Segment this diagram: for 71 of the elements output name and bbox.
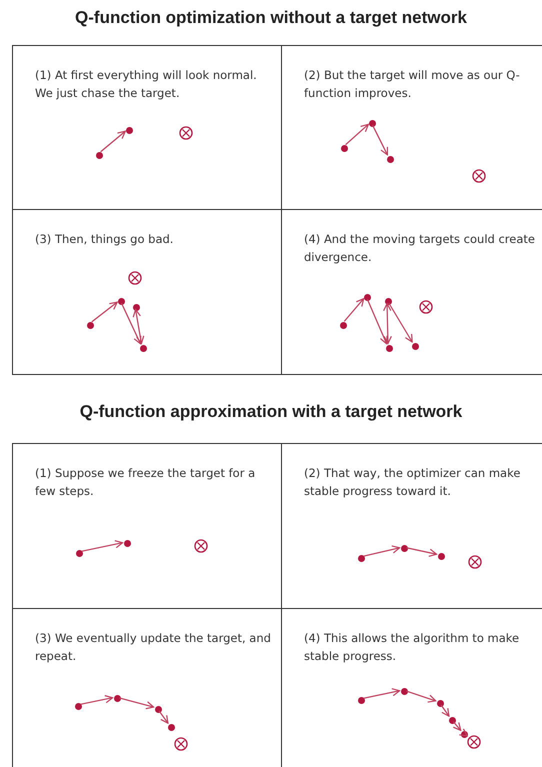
caption-text: (1) At first everything will look normal. We just chase the target. — [35, 67, 258, 102]
caption-text: (1) Suppose we freeze the target for a few steps. — [35, 465, 256, 500]
panel — [281, 209, 542, 375]
panel — [12, 443, 282, 610]
point-dot — [74, 702, 82, 710]
panel — [12, 45, 282, 211]
target-icon — [468, 554, 482, 568]
target-icon — [467, 734, 481, 748]
caption-text: (2) But the target will move as our Q-function improves. — [304, 67, 521, 102]
target-icon — [419, 299, 433, 313]
arrow — [91, 302, 118, 322]
point-dot — [384, 298, 392, 304]
point-dot — [132, 304, 140, 310]
arrow — [100, 130, 126, 152]
point-dot — [438, 552, 444, 560]
arrow — [80, 695, 114, 705]
target-icon — [128, 270, 142, 284]
arrow — [406, 547, 438, 557]
point-dot — [114, 694, 120, 702]
arrow — [132, 308, 144, 344]
point-dot — [118, 298, 124, 304]
point-dot — [368, 120, 376, 126]
arrow — [120, 302, 142, 344]
caption-text: (3) Then, things go bad. — [35, 231, 174, 248]
arrow — [452, 721, 462, 731]
arrow — [458, 728, 468, 737]
point-dot — [140, 344, 146, 352]
point-dot — [86, 322, 94, 328]
point-dot — [386, 156, 394, 162]
point-dot — [400, 544, 408, 552]
arrow — [366, 298, 388, 344]
point-dot — [412, 342, 418, 350]
point-dot — [400, 688, 408, 694]
point-dot — [386, 344, 392, 352]
point-dot — [340, 322, 346, 328]
panel — [12, 209, 282, 375]
point-dot — [358, 696, 364, 704]
arrow — [363, 545, 400, 557]
point-dot — [168, 724, 174, 730]
target-icon — [194, 538, 208, 552]
point-dot — [76, 550, 82, 556]
caption-text: (2) That way, the optimizer can make stable progress toward it. — [304, 465, 522, 500]
caption-text: (3) We eventually update the target, and repeat. — [35, 630, 272, 665]
target-icon — [472, 168, 486, 182]
point-dot — [126, 126, 132, 134]
point-dot — [96, 152, 102, 158]
arrow — [372, 124, 388, 156]
arrow — [363, 688, 400, 699]
point-dot — [364, 294, 370, 300]
arrow — [81, 540, 124, 552]
panel — [12, 608, 282, 767]
caption-text: (4) And the moving targets could create divergence. — [304, 231, 536, 266]
point-dot — [448, 716, 456, 724]
point-dot — [358, 554, 364, 562]
point-dot — [340, 144, 348, 152]
point-dot — [154, 706, 162, 712]
target-icon — [179, 125, 193, 139]
target-icon — [174, 736, 188, 750]
arrow — [383, 302, 392, 344]
heading: Q-function approximation with a target network — [78, 402, 464, 422]
arrow — [158, 710, 169, 724]
point-dot — [436, 700, 444, 706]
arrow — [344, 298, 364, 322]
arrow — [388, 302, 413, 343]
arrow — [119, 697, 154, 710]
arrow — [345, 124, 369, 146]
arrow — [406, 690, 436, 703]
caption-text: (4) This allows the algorithm to make stable progress. — [304, 630, 520, 665]
heading: Q-function optimization without a target network — [74, 8, 468, 28]
arrow — [440, 704, 450, 717]
point-dot — [124, 540, 130, 546]
